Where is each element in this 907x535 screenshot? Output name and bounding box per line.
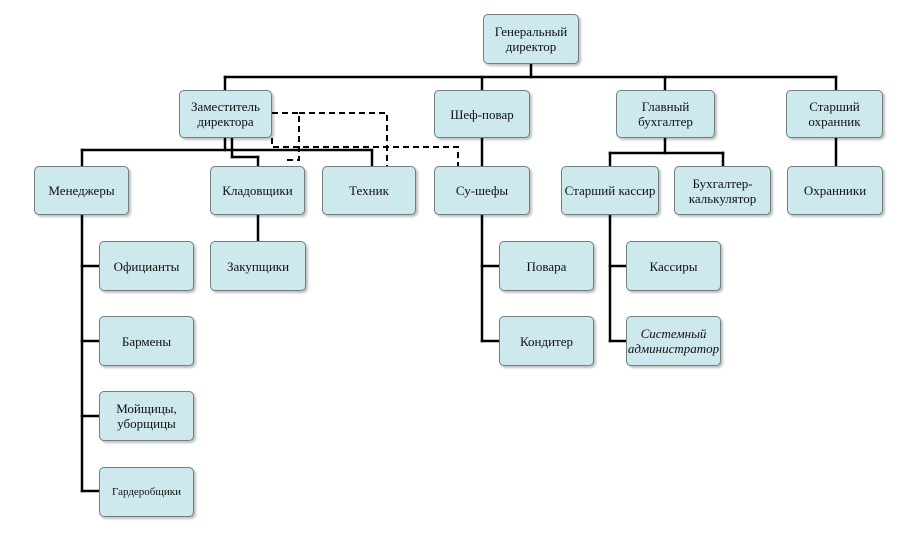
node-gen-director: Генеральный директор	[483, 14, 579, 64]
node-bartenders: Бармены	[99, 316, 194, 366]
node-senior-cashier: Старший кассир	[561, 166, 659, 215]
dashed-deputy-to-sous-chefs	[271, 138, 459, 166]
node-storekeepers: Кладовщики	[210, 166, 305, 215]
node-sysadmin: Системный администратор	[626, 316, 721, 366]
node-cooks: Повара	[499, 241, 594, 291]
node-purchasers: Закупщики	[210, 241, 306, 291]
dashed-deputy-to-storekeepers	[272, 112, 300, 161]
node-guards: Охранники	[787, 166, 883, 215]
node-cashiers: Кассиры	[626, 241, 721, 291]
node-technician: Техник	[322, 166, 416, 215]
node-waiters: Официанты	[99, 241, 194, 291]
dashed-deputy-to-technician	[299, 112, 388, 166]
node-sous-chefs: Су-шефы	[434, 166, 530, 215]
node-senior-guard: Старший охранник	[786, 90, 883, 138]
node-cloakroom: Гардеробщики	[99, 467, 194, 517]
node-managers: Менеджеры	[34, 166, 129, 215]
node-cleaners: Мойщицы, уборщицы	[99, 391, 194, 441]
node-accountant-calc: Бухгалтер- калькулятор	[674, 166, 771, 215]
node-deputy-director: Заместитель директора	[179, 90, 272, 138]
node-chef: Шеф-повар	[434, 90, 530, 138]
node-confectioner: Кондитер	[499, 316, 594, 366]
node-chief-accountant: Главный бухгалтер	[616, 90, 715, 138]
